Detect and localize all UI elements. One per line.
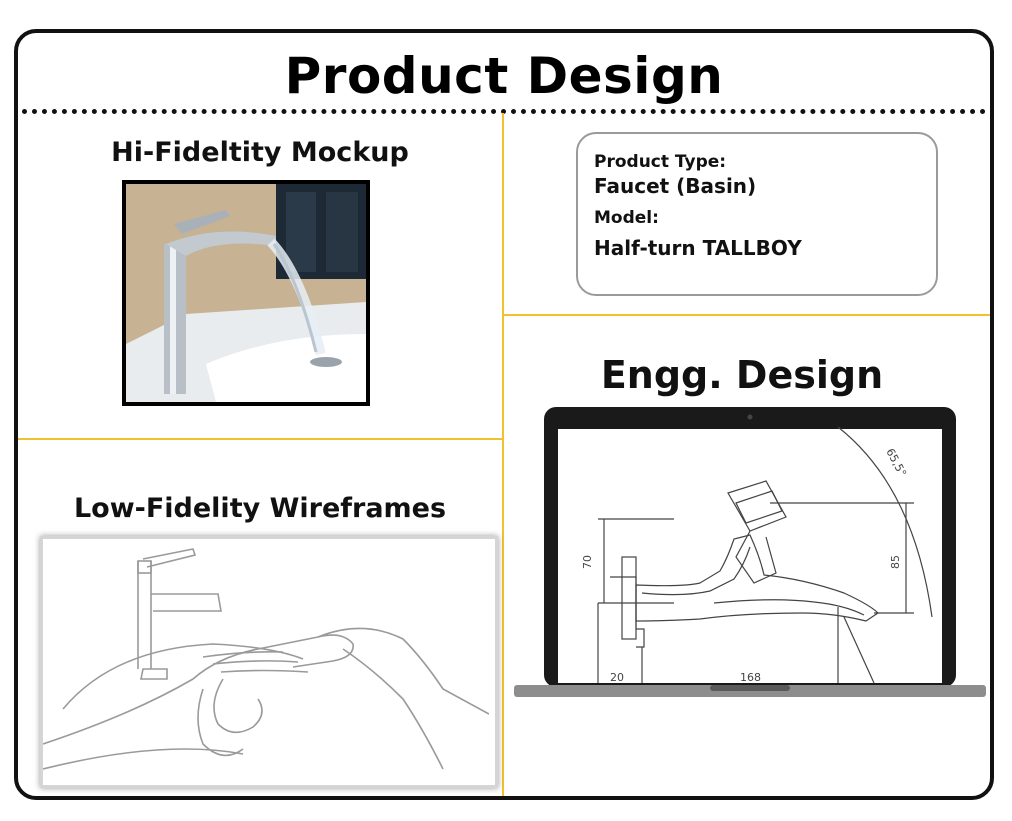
product-type-label: Product Type: xyxy=(594,152,727,172)
product-design-card: Product Design Hi-Fideltity Mockup Produ… xyxy=(14,29,994,800)
product-info-card: Product Type: Faucet (Basin) Model: Half… xyxy=(576,132,938,296)
engg-design-title: Engg. Design xyxy=(600,353,884,397)
faucet-photo xyxy=(122,180,370,406)
model-value: Half-turn TALLBOY xyxy=(594,236,802,260)
laptop-illustration: 70 85 65,5° 20 168 xyxy=(514,407,986,717)
dotted-divider xyxy=(22,109,986,114)
mockup-title: Hi-Fideltity Mockup xyxy=(111,137,409,168)
dim-height-label: 70 xyxy=(581,555,594,569)
product-type-value: Faucet (Basin) xyxy=(594,174,757,198)
dim-168-label: 168 xyxy=(740,671,761,684)
right-horizontal-divider xyxy=(502,314,990,316)
dim-85-label: 85 xyxy=(889,555,902,569)
dim-20-label: 20 xyxy=(610,671,624,684)
left-horizontal-divider xyxy=(18,438,502,440)
wireframe-sketch xyxy=(40,536,498,788)
vertical-divider xyxy=(502,113,504,796)
wireframes-title: Low-Fidelity Wireframes xyxy=(73,493,447,524)
model-label: Model: xyxy=(594,208,659,228)
page-title: Product Design xyxy=(284,47,724,105)
